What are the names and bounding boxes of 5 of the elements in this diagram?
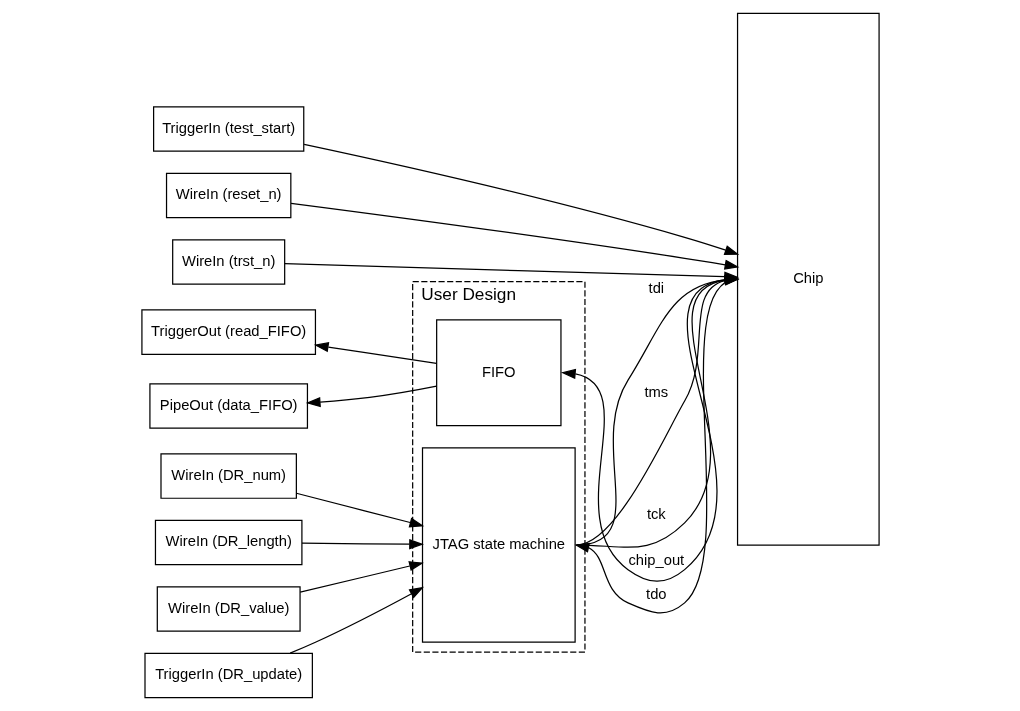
edge-label: chip_out	[627, 552, 684, 569]
edge-label: tms	[643, 383, 668, 400]
edge-label: tck	[646, 505, 666, 522]
edge-label: tdo	[645, 585, 667, 602]
edge-label: tdi	[648, 280, 664, 297]
